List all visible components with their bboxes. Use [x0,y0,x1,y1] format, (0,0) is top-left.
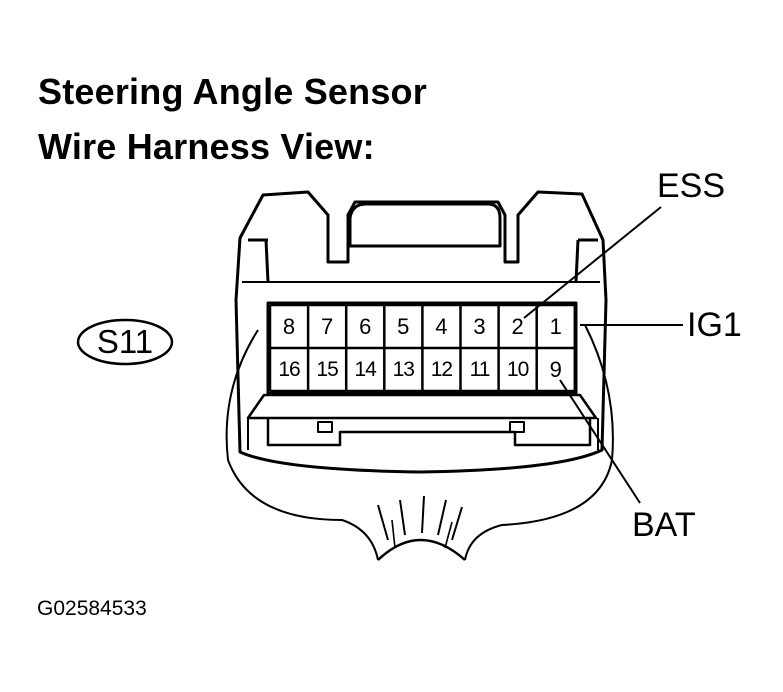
terminal-16: 16 [278,358,300,381]
bat-leader-line [559,379,641,504]
connector-key [348,202,502,248]
terminal-13: 13 [392,358,415,381]
terminal-8: 8 [282,314,296,339]
terminal-12: 12 [430,358,453,381]
terminal-15: 15 [316,358,338,381]
terminal-11: 11 [469,358,491,381]
connector-id-label: S11 [96,323,154,360]
terminal-4: 4 [435,314,448,339]
wire-bundle [225,329,379,561]
figure-code: G02584533 [37,597,147,620]
connector-id-badge: S11 [75,317,175,367]
ig1-label: IG1 [687,306,742,344]
terminal-6: 6 [359,314,372,339]
terminal-9: 9 [549,357,562,382]
terminal-3: 3 [473,314,486,339]
terminal-7: 7 [320,314,334,339]
ess-label: ESS [657,167,726,205]
connector-id-ellipse [76,318,174,366]
terminal-10: 10 [506,358,529,381]
terminal-1: 1 [549,314,562,339]
terminal-14: 14 [354,358,377,381]
diagram-title-line2: Wire Harness View: [38,126,375,167]
connector-housing [234,190,608,474]
ess-leader-line [523,206,662,319]
bat-label: BAT [632,506,696,544]
terminal-5: 5 [397,314,410,339]
terminal-2: 2 [511,314,524,339]
diagram-title-line1: Steering Angle Sensor [38,71,427,112]
